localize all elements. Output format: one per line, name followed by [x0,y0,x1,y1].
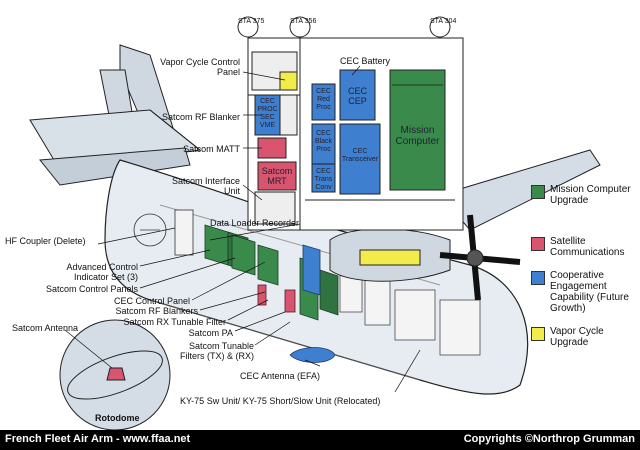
tail-section [29,44,202,186]
station-label-304: STA 304 [430,18,457,25]
callout-lines [64,65,421,393]
legend-swatch-blue [531,271,545,285]
satcom-tunable-filters-label: Satcom Tunable Filters (TX) & (RX) [180,341,254,361]
legend-label: Cooperative Engagement Capability (Futur… [550,270,629,314]
advanced-control-indicator-label: Advanced Control Indicator Set (3) [66,262,138,282]
equipment-rack-inset [247,37,464,231]
station-markers [237,16,451,38]
satcom-pa-label: Satcom PA [188,328,233,338]
satcom-antenna-label: Satcom Antenna [12,323,79,333]
satcom-interface-unit-label: Satcom Interface Unit [171,176,240,196]
cec-control-panel-label: CEC Control Panel [113,296,190,306]
cec-transceiver-label: CEC Transceiver [341,148,379,163]
satcom-rx-tunable-filter-label: Satcom RX Tunable Filter [123,317,226,327]
cec-cep-label: CEC CEP [347,86,367,106]
satcom-rf-blanker-label: Satcom RF Blanker [161,112,240,122]
footer-copyright: Copyrights ©Northrop Grumman [463,433,635,445]
legend-swatch-yellow [531,327,545,341]
ky75-label: KY-75 Sw Unit/ KY-75 Short/Slow Unit (Re… [180,396,381,406]
data-loader-recorder-label: Data Loader Recorder [210,218,300,228]
rotodome-detail [59,319,171,430]
legend-swatch-red [531,237,545,251]
satcom-matt-label: Satcom MATT [183,144,240,154]
mission-computer-label: Mission Computer [395,125,440,147]
station-label-375: STA 375 [238,18,265,25]
satcom-mrt-label: Satcom MRT [261,166,293,186]
rotodome-label: Rotodome [95,413,140,423]
legend-swatch-green [531,185,545,199]
aft-equipment [339,271,481,356]
cec-trans-conv-label: CEC Trans Conv [314,168,333,191]
satcom-control-panels-label: Satcom Control Panels [45,284,138,294]
cec-proc-sec-vme-label: CEC PROC SEC VME [257,98,278,129]
footer-bar: French Fleet Air Arm - www.ffaa.net Copy… [0,430,640,450]
cec-antenna-label: CEC Antenna (EFA) [240,371,321,381]
aircraft-illustration [29,16,601,430]
footer-site-link[interactable]: French Fleet Air Arm - www.ffaa.net [5,433,191,445]
engine-propeller [329,214,521,301]
cec-black-proc-label: CEC Black Proc [314,130,333,153]
cec-battery-label: CEC Battery [340,56,391,66]
station-label-356: STA 356 [290,18,317,25]
hf-coupler-label: HF Coupler (Delete) [5,236,86,246]
satcom-equipment [257,284,296,313]
cec-equipment [289,244,336,363]
legend-label: Mission Computer Upgrade [550,184,631,206]
legend-label: Vapor Cycle Upgrade [550,326,604,348]
cec-red-proc-label: CEC Red Proc [316,88,331,111]
vapor-cycle-control-panel-label: Vapor Cycle Control Panel [160,57,240,77]
satcom-rf-blankers-label: Satcom RF Blankers [115,306,198,316]
legend-label: Satellite Communications [550,236,625,258]
